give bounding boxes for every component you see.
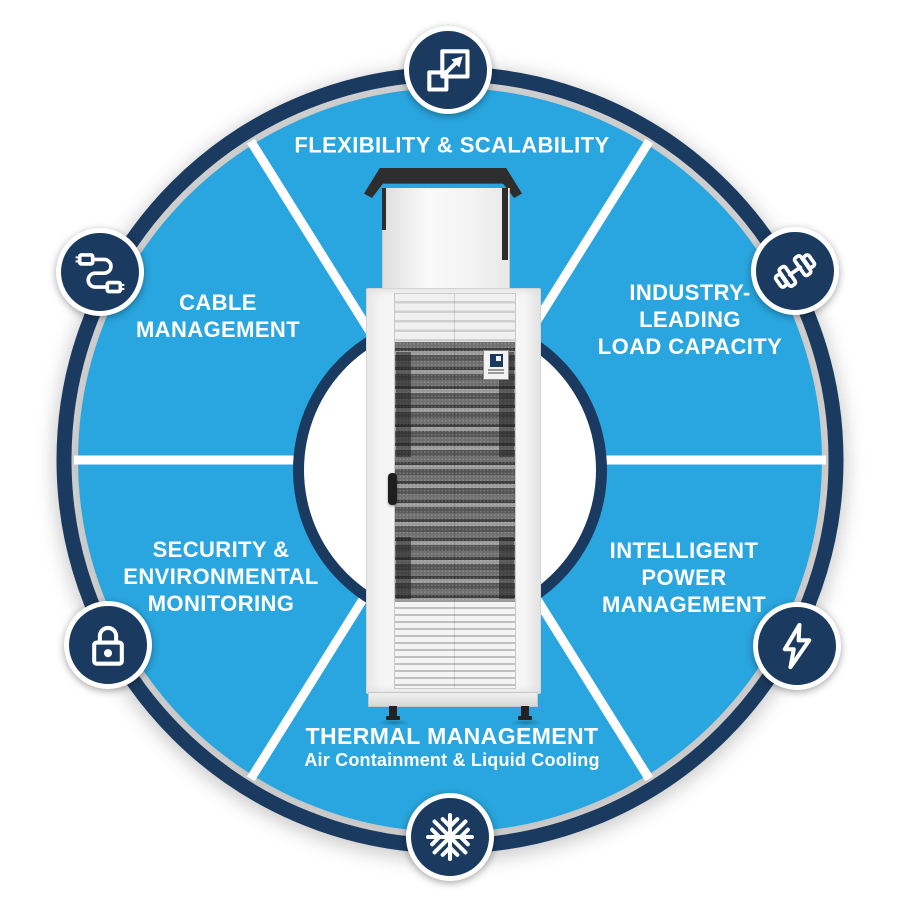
segment-label-flexibility: FLEXIBILITY & SCALABILITY (294, 132, 610, 158)
rack-logo-line (488, 369, 504, 371)
padlock-icon (92, 625, 124, 666)
segment-icon-badge-flexibility (404, 26, 492, 114)
segment-label-thermal: THERMAL MANAGEMENT (305, 722, 599, 749)
lightning-bolt-icon (782, 622, 812, 670)
server-rack-image (363, 168, 543, 726)
rack-door-handle (388, 473, 397, 505)
cable-icon (75, 253, 125, 294)
segment-divider (526, 138, 654, 334)
rack-front-door (394, 293, 516, 689)
rack-foot-shadow (509, 719, 543, 726)
dumbbell-icon (773, 253, 817, 289)
rack-exhaust-chimney (382, 188, 510, 288)
segment-label-load-capacity: INDUSTRY- LEADING LOAD CAPACITY (597, 279, 783, 359)
segment-icon-badge-cable (56, 228, 144, 316)
segment-sublabel-thermal: Air Containment & Liquid Cooling (304, 750, 600, 771)
rack-mesh-patch (499, 537, 514, 599)
rack-cabinet (366, 288, 541, 694)
segment-icon-badge-load-capacity (751, 227, 839, 315)
rack-base (368, 692, 538, 707)
segment-icon-badge-thermal (406, 793, 494, 881)
snowflake-icon (426, 813, 474, 861)
segment-divider (526, 586, 654, 782)
segment-label-power: INTELLIGENT POWER MANAGEMENT (601, 537, 767, 617)
segment-divider (246, 586, 374, 782)
rack-door-seam (454, 294, 455, 688)
segment-icon-badge-power (753, 602, 841, 690)
rack-perforated-door-equipment (395, 342, 515, 602)
rack-leveling-foot (386, 706, 400, 720)
rack-logo-mark (489, 354, 503, 367)
rack-chimney-trim (382, 188, 386, 230)
segment-divider (246, 138, 374, 334)
segment-label-security: SECURITY & ENVIRONMENTAL MONITORING (123, 536, 319, 616)
rack-blanking-panels-top (395, 294, 515, 342)
expand-scale-icon (427, 49, 470, 92)
rack-logo-line (488, 372, 504, 374)
rack-mesh-patch (396, 537, 411, 599)
rack-chimney-trim (502, 188, 508, 260)
rack-leveling-foot (518, 706, 532, 720)
rack-vented-panels-bottom (395, 602, 515, 688)
segment-label-cable: CABLE MANAGEMENT (135, 290, 301, 342)
rack-foot-shadow (377, 719, 411, 726)
rack-mesh-patch (396, 352, 411, 457)
rack-logo-badge (483, 350, 509, 380)
segment-icon-badge-security (64, 601, 152, 689)
